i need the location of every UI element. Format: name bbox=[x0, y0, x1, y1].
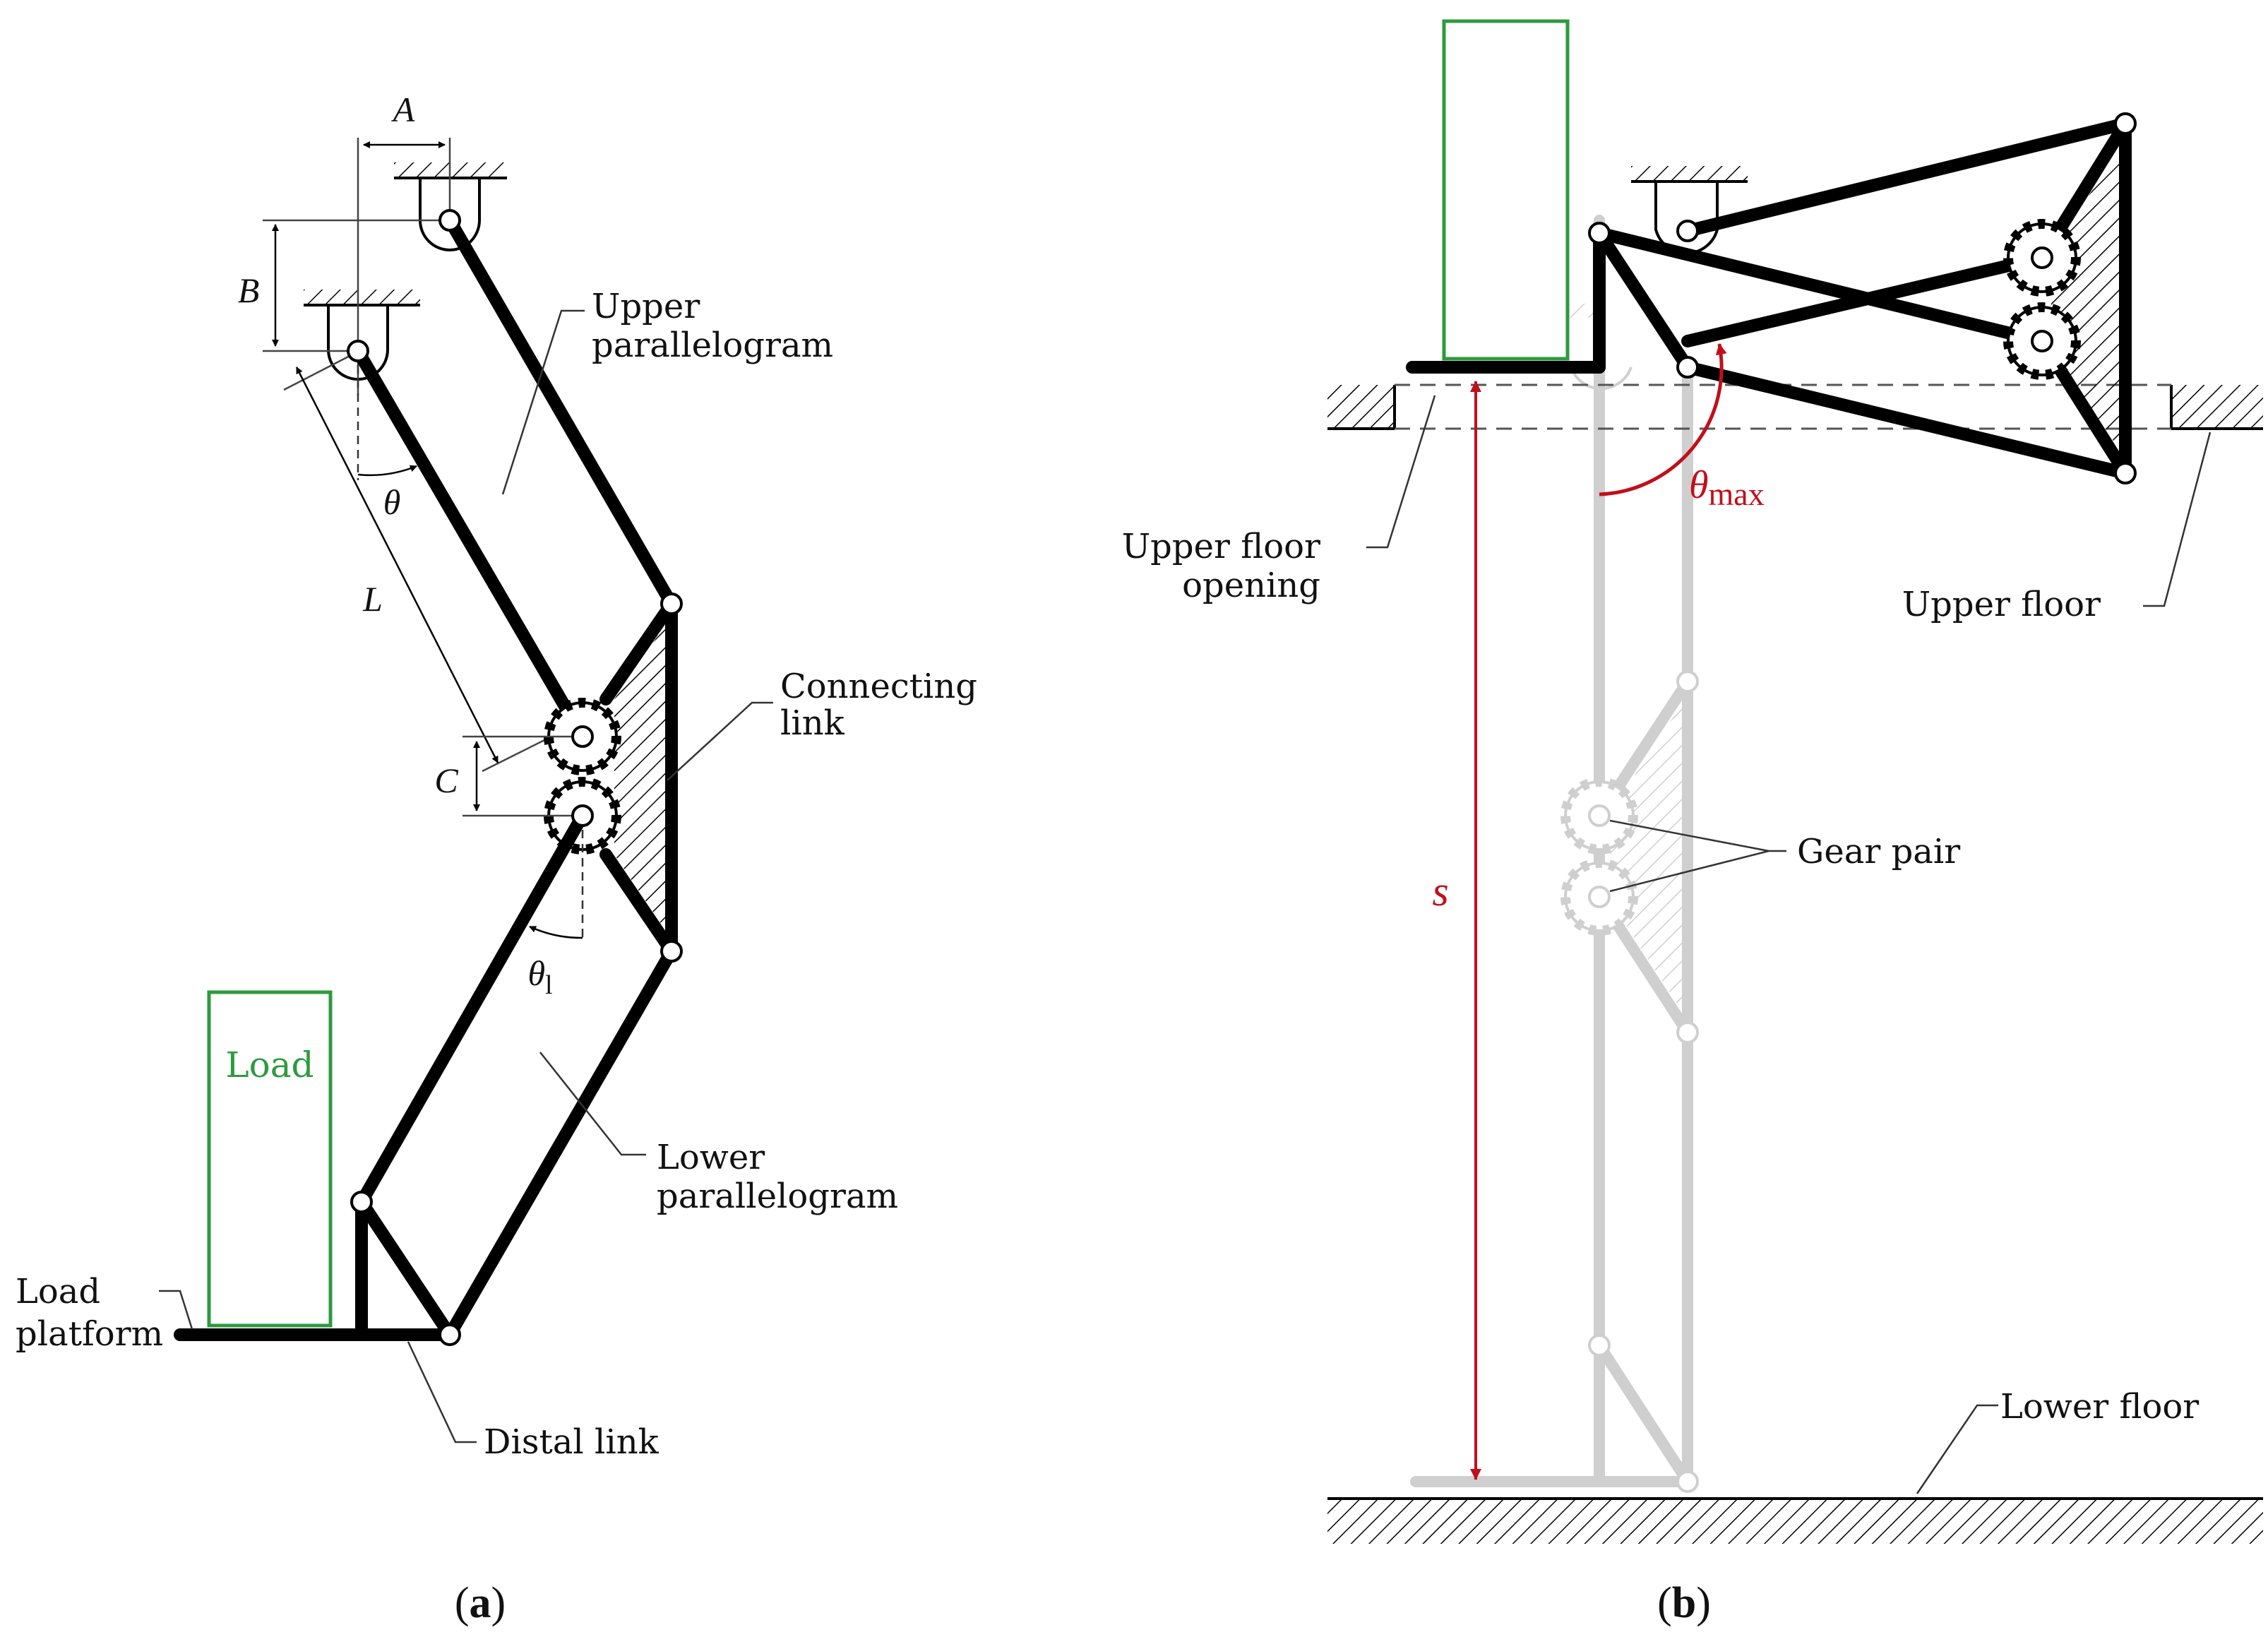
label-a: A bbox=[391, 90, 415, 129]
label-upper-parallelogram-2: parallelogram bbox=[592, 326, 833, 365]
label-upper-floor-opening-1: Upper floor bbox=[1122, 527, 1320, 566]
label-load: Load bbox=[225, 1044, 314, 1085]
ghost-mechanism bbox=[1410, 215, 1699, 1493]
label-distal-link: Distal link bbox=[484, 1422, 659, 1462]
dimension-s: s bbox=[1432, 381, 1481, 1480]
pin-gear-lower bbox=[571, 804, 594, 827]
pin-distal-top bbox=[350, 1191, 373, 1213]
load-box: Load bbox=[207, 990, 333, 1328]
label-load-platform-2: platform bbox=[16, 1314, 163, 1354]
pin-gear-upper bbox=[571, 725, 594, 748]
label-upper-parallelogram-1: Upper bbox=[592, 287, 700, 326]
label-b: B bbox=[238, 270, 260, 310]
upper-link-front bbox=[352, 345, 589, 743]
label-load-platform-1: Load bbox=[16, 1272, 100, 1311]
upper-floor bbox=[1327, 383, 2263, 430]
label-lower-floor: Lower floor bbox=[2000, 1387, 2199, 1427]
label-theta: θ bbox=[383, 482, 401, 522]
label-upper-floor: Upper floor bbox=[1902, 585, 2101, 624]
dimension-a: A bbox=[357, 90, 451, 395]
caption-a: (a) bbox=[455, 1579, 506, 1627]
lower-link-front bbox=[355, 809, 589, 1208]
label-theta-l: θl bbox=[527, 953, 552, 1000]
panel-a: A B L θ bbox=[16, 90, 977, 1627]
panel-b: θmax s Upper floor opening Upper floor G… bbox=[1122, 19, 2263, 1627]
theta-max-angle: θmax bbox=[1599, 343, 1765, 512]
lower-ground-support bbox=[304, 290, 420, 381]
pin-connect-top bbox=[660, 593, 683, 615]
pin-lower-ground bbox=[347, 340, 369, 362]
label-upper-floor-opening-2: opening bbox=[1182, 566, 1320, 605]
load-box-b bbox=[1442, 19, 1570, 361]
raised-mechanism bbox=[1406, 112, 2137, 484]
label-lower-parallelogram-1: Lower bbox=[657, 1138, 765, 1177]
pin-connect-bottom bbox=[660, 940, 683, 963]
label-connecting-link-2: link bbox=[780, 703, 845, 743]
theta-l-angle: θl bbox=[527, 816, 584, 1000]
label-lower-parallelogram-2: parallelogram bbox=[657, 1177, 898, 1216]
dimension-c: C bbox=[434, 735, 583, 817]
connecting-link bbox=[599, 597, 678, 958]
pin-upper-ground bbox=[438, 209, 461, 232]
label-connecting-link-1: Connecting bbox=[780, 667, 977, 706]
lower-link-rear bbox=[443, 945, 678, 1341]
dimension-b: B bbox=[238, 219, 450, 352]
theta-angle: θ bbox=[357, 351, 417, 522]
label-s: s bbox=[1432, 868, 1448, 915]
label-theta-max: θmax bbox=[1689, 463, 1765, 512]
label-l: L bbox=[362, 579, 383, 619]
label-c: C bbox=[434, 761, 458, 800]
distal-link bbox=[174, 1196, 456, 1341]
dimension-l: L bbox=[283, 352, 576, 773]
caption-b: (b) bbox=[1657, 1579, 1711, 1627]
lower-floor bbox=[1327, 1497, 2263, 1544]
pin-distal-bottom bbox=[438, 1323, 461, 1346]
label-gear-pair: Gear pair bbox=[1797, 832, 1960, 871]
upper-link-rear bbox=[443, 214, 678, 610]
